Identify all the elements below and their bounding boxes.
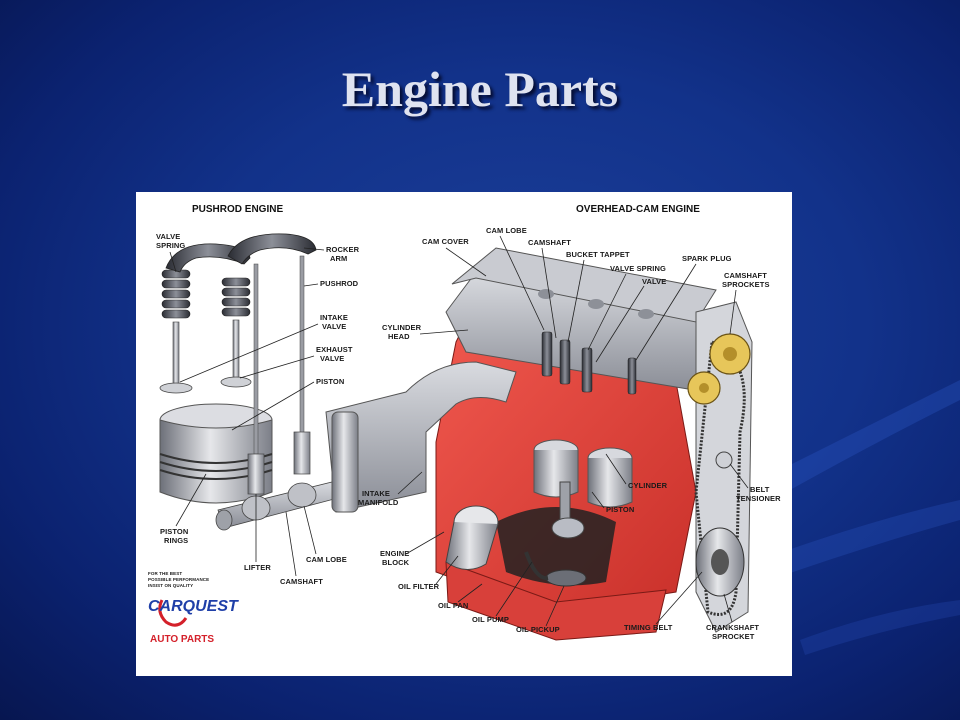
logo-tagline-1: FOR THE BEST	[148, 571, 182, 576]
label-cam-cover: CAM COVER	[422, 237, 469, 246]
label-piston-ohc: PISTON	[606, 505, 634, 514]
ohc-engine-illustration	[325, 247, 753, 641]
label-camshaft-ohc: CAMSHAFT	[528, 238, 571, 247]
label-oil-pan: OIL PAN	[438, 601, 468, 610]
logo-tagline-3: INSIST ON QUALITY	[148, 583, 193, 588]
logo-brand: CARQUEST	[148, 598, 239, 615]
label-exhaust-valve-2: VALVE	[320, 354, 344, 363]
label-valve-spring-2: SPRING	[156, 241, 185, 250]
label-engine-block-1: ENGINE	[380, 549, 409, 558]
label-crankshaft-sprocket-2: SPROCKET	[712, 632, 755, 641]
slide-title: Engine Parts	[341, 61, 619, 117]
label-cylinder-head-2: HEAD	[388, 332, 410, 341]
label-camshaft-pushrod: CAMSHAFT	[280, 577, 323, 586]
label-intake-manifold-2: MANIFOLD	[358, 498, 399, 507]
logo-sub: AUTO PARTS	[150, 634, 214, 645]
label-valve-ohc: VALVE	[642, 277, 666, 286]
label-valve-spring-ohc: VALVE SPRING	[610, 264, 666, 273]
pushrod-engine-illustration	[159, 233, 339, 531]
label-engine-block-2: BLOCK	[382, 558, 410, 567]
label-pushrod: PUSHROD	[320, 279, 359, 288]
label-oil-pump: OIL PUMP	[472, 615, 509, 624]
label-rocker-arm-1: ROCKER	[326, 245, 360, 254]
engine-diagram: PUSHROD ENGINE VALVE SPRING ROCKER ARM P…	[136, 192, 792, 676]
ohc-engine-title: OVERHEAD-CAM ENGINE	[576, 204, 700, 215]
label-oil-pickup: OIL PICKUP	[516, 625, 560, 634]
label-piston-rings-2: RINGS	[164, 536, 188, 545]
label-piston-rings-1: PISTON	[160, 527, 188, 536]
label-valve-spring-1: VALVE	[156, 232, 180, 241]
label-piston-pushrod: PISTON	[316, 377, 344, 386]
label-rocker-arm-2: ARM	[330, 254, 347, 263]
label-cam-lobe-ohc: CAM LOBE	[486, 226, 527, 235]
carquest-logo: FOR THE BEST POSSIBLE PERFORMANCE INSIST…	[148, 571, 239, 645]
label-bucket-tappet: BUCKET TAPPET	[566, 250, 630, 259]
label-oil-filter: OIL FILTER	[398, 582, 440, 591]
engine-diagram-svg: PUSHROD ENGINE VALVE SPRING ROCKER ARM P…	[148, 204, 781, 645]
label-belt-tensioner-2: TENSIONER	[736, 494, 781, 503]
label-timing-belt: TIMING BELT	[624, 623, 673, 632]
label-camshaft-sprockets-1: CAMSHAFT	[724, 271, 767, 280]
label-crankshaft-sprocket-1: CRANKSHAFT	[706, 623, 759, 632]
label-lifter: LIFTER	[244, 563, 271, 572]
label-camshaft-sprockets-2: SPROCKETS	[722, 280, 770, 289]
label-cylinder-head-1: CYLINDER	[382, 323, 422, 332]
label-cam-lobe-pushrod: CAM LOBE	[306, 555, 347, 564]
label-cylinder: CYLINDER	[628, 481, 668, 490]
label-intake-valve-1: INTAKE	[320, 313, 348, 322]
label-intake-valve-2: VALVE	[322, 322, 346, 331]
label-intake-manifold-1: INTAKE	[362, 489, 390, 498]
label-belt-tensioner-1: BELT	[750, 485, 770, 494]
pushrod-engine-title: PUSHROD ENGINE	[192, 204, 283, 215]
logo-tagline-2: POSSIBLE PERFORMANCE	[148, 577, 209, 582]
label-exhaust-valve-1: EXHAUST	[316, 345, 353, 354]
label-spark-plug: SPARK PLUG	[682, 254, 732, 263]
